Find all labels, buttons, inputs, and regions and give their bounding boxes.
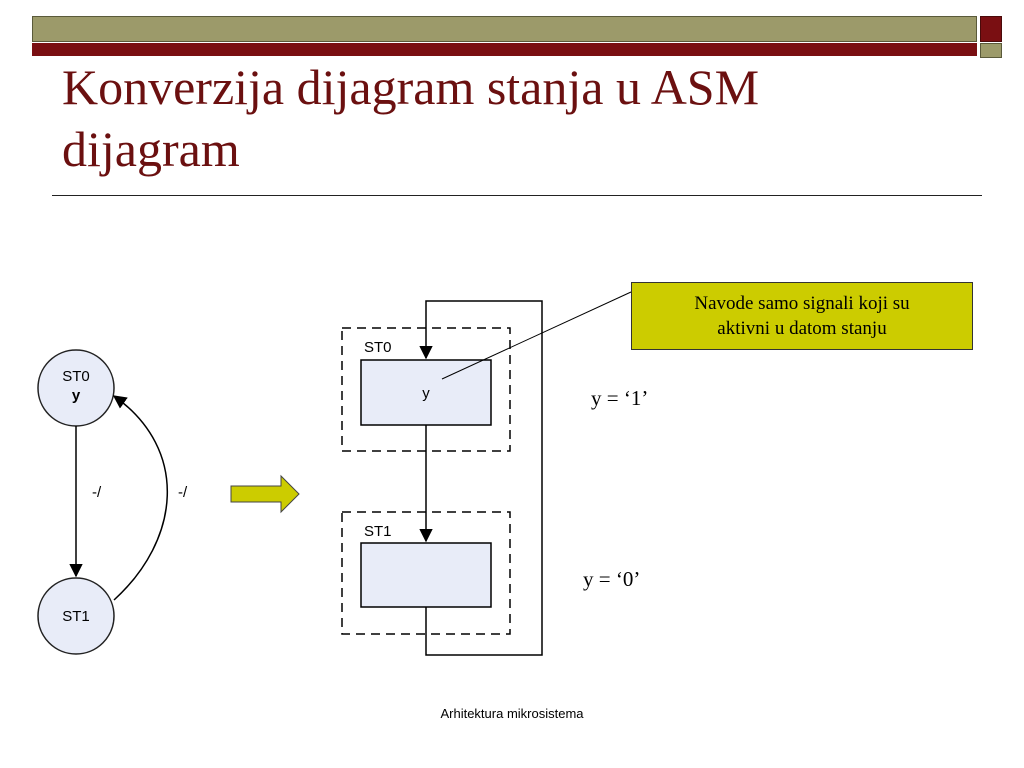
callout-line1: Navode samo signali koji su	[694, 293, 910, 314]
slide-footer: Arhitektura mikrosistema	[440, 706, 584, 721]
asm-flow-st1-to-st0	[419, 300, 543, 656]
equation-st0: y = ‘1’	[591, 386, 649, 410]
callout-line2: aktivni u datom stanju	[717, 318, 887, 339]
callout-note: Navode samo signali koji su aktivni u da…	[631, 282, 973, 350]
asm-state-box-st1	[360, 542, 492, 608]
transition-up-label: -/	[178, 484, 188, 501]
asm-state-box-st0-output: y	[422, 385, 430, 402]
state-st0-output: y	[72, 387, 81, 404]
conversion-arrow-icon	[230, 474, 300, 514]
corner-square-red	[980, 16, 1002, 42]
transition-st1-to-st0	[112, 395, 169, 601]
title-divider	[52, 195, 982, 196]
asm-block-st1-label: ST1	[364, 523, 392, 540]
corner-square-olive	[980, 43, 1002, 58]
asm-block-st0-label: ST0	[364, 339, 392, 356]
slide-title: Konverzija dijagram stanja u ASM dijagra…	[62, 56, 962, 180]
callout-pointer-line	[441, 291, 632, 380]
header-accent-bar	[32, 43, 977, 56]
transition-down-label: -/	[92, 484, 102, 501]
header-band	[32, 16, 977, 42]
state-st1-circle	[37, 577, 115, 655]
slide-title-line1: Konverzija dijagram stanja u ASM	[62, 59, 760, 115]
slide-title-line2: dijagram	[62, 121, 240, 177]
state-st0-name: ST0	[62, 368, 90, 385]
equation-st1: y = ‘0’	[583, 567, 641, 591]
state-st1-name: ST1	[62, 608, 90, 625]
